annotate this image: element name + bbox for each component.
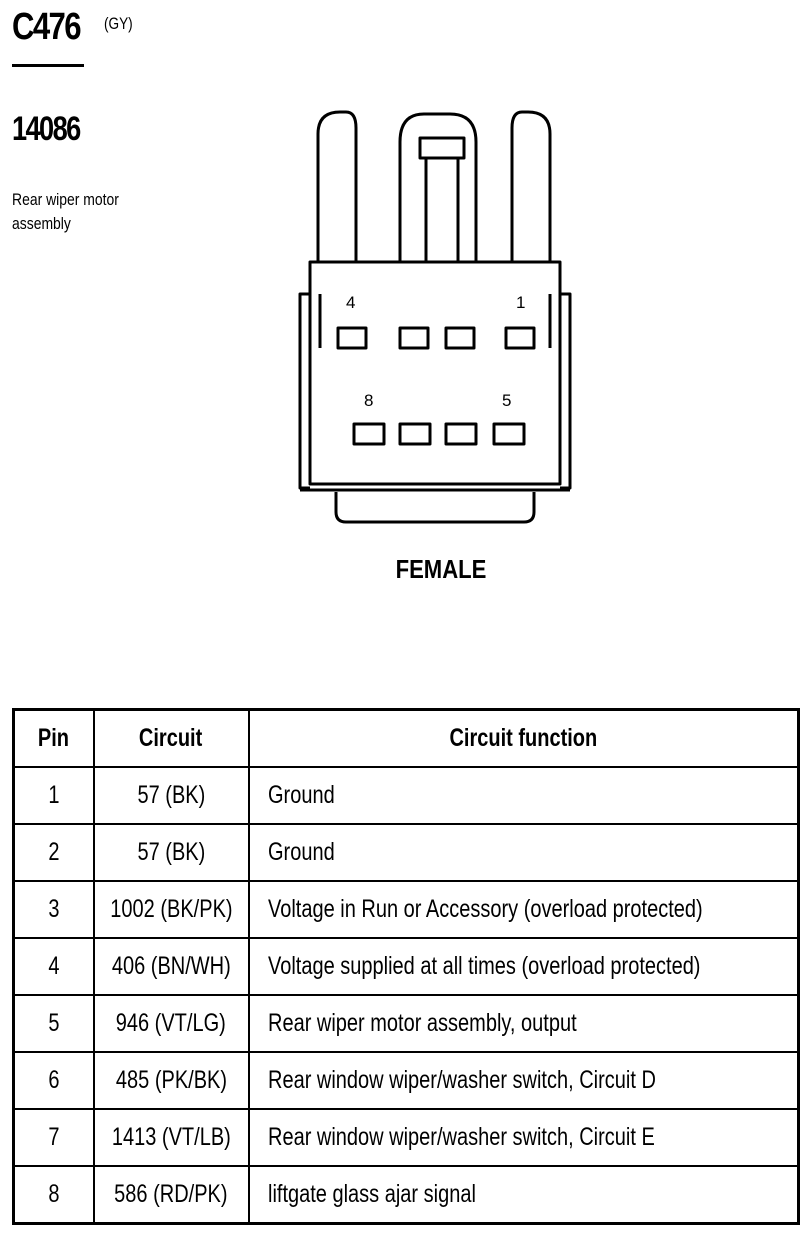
table-row: 6 485 (PK/BK) Rear window wiper/washer s… bbox=[12, 1051, 800, 1110]
pin-cell: 8 bbox=[12, 1165, 95, 1225]
part-number: 14086 bbox=[12, 110, 81, 148]
pin-label-5: 5 bbox=[502, 391, 511, 410]
table-row: 5 946 (VT/LG) Rear wiper motor assembly,… bbox=[12, 994, 800, 1053]
locking-tab bbox=[398, 112, 478, 262]
connector-id: C476 bbox=[12, 6, 82, 48]
table-row: 4 406 (BN/WH) Voltage supplied at all ti… bbox=[12, 937, 800, 996]
circuit-cell: 57 (BK) bbox=[92, 766, 250, 825]
header-pin: Pin bbox=[12, 708, 95, 768]
connector-face-diagram: 4 1 8 5 FEMALE bbox=[298, 110, 572, 584]
terminal-cavity bbox=[336, 326, 368, 350]
circuit-cell: 485 (PK/BK) bbox=[92, 1051, 250, 1110]
pin-cell: 4 bbox=[12, 937, 95, 996]
pin-label-1: 1 bbox=[516, 293, 525, 312]
connector-body bbox=[308, 260, 562, 486]
table-header-row: Pin Circuit Circuit function bbox=[12, 708, 800, 768]
table-row: 8 586 (RD/PK) liftgate glass ajar signal bbox=[12, 1165, 800, 1225]
connector-base bbox=[334, 492, 536, 524]
pin-cell: 5 bbox=[12, 994, 95, 1053]
function-cell: Rear window wiper/washer switch, Circuit… bbox=[247, 1108, 800, 1167]
function-cell: Voltage in Run or Accessory (overload pr… bbox=[247, 880, 800, 939]
terminal-cavity bbox=[398, 422, 432, 446]
pin-label-4: 4 bbox=[346, 293, 355, 312]
connector-color: (GY) bbox=[104, 14, 133, 33]
pin-cell: 2 bbox=[12, 823, 95, 882]
terminal-cavity bbox=[398, 326, 430, 350]
circuit-cell: 586 (RD/PK) bbox=[92, 1165, 250, 1225]
circuit-cell: 57 (BK) bbox=[92, 823, 250, 882]
function-cell: liftgate glass ajar signal bbox=[247, 1165, 800, 1225]
function-cell: Rear window wiper/washer switch, Circuit… bbox=[247, 1051, 800, 1110]
pin-cell: 7 bbox=[12, 1108, 95, 1167]
right-latch bbox=[510, 110, 552, 262]
function-cell: Rear wiper motor assembly, output bbox=[247, 994, 800, 1053]
pin-cell: 6 bbox=[12, 1051, 95, 1110]
header-circuit: Circuit bbox=[92, 708, 250, 768]
connector-gender-label: FEMALE bbox=[396, 555, 487, 584]
terminal-cavity bbox=[492, 422, 526, 446]
circuit-cell: 1002 (BK/PK) bbox=[92, 880, 250, 939]
function-cell: Voltage supplied at all times (overload … bbox=[247, 937, 800, 996]
circuit-cell: 1413 (VT/LB) bbox=[92, 1108, 250, 1167]
terminal-cavity bbox=[444, 326, 476, 350]
header-circuit-function: Circuit function bbox=[247, 708, 800, 768]
circuit-cell: 946 (VT/LG) bbox=[92, 994, 250, 1053]
table-row: 1 57 (BK) Ground bbox=[12, 766, 800, 825]
connector-id-underline bbox=[12, 64, 84, 67]
left-latch bbox=[316, 110, 358, 262]
locking-tab-button bbox=[418, 136, 466, 160]
table-row: 7 1413 (VT/LB) Rear window wiper/washer … bbox=[12, 1108, 800, 1167]
terminal-cavity bbox=[444, 422, 478, 446]
terminal-cavity bbox=[352, 422, 386, 446]
pin-cell: 1 bbox=[12, 766, 95, 825]
function-cell: Ground bbox=[247, 823, 800, 882]
table-row: 2 57 (BK) Ground bbox=[12, 823, 800, 882]
terminal-cavity bbox=[504, 326, 536, 350]
pin-label-8: 8 bbox=[364, 391, 373, 410]
pin-cell: 3 bbox=[12, 880, 95, 939]
circuit-cell: 406 (BN/WH) bbox=[92, 937, 250, 996]
table-row: 3 1002 (BK/PK) Voltage in Run or Accesso… bbox=[12, 880, 800, 939]
function-cell: Ground bbox=[247, 766, 800, 825]
pinout-table: Pin Circuit Circuit function 1 57 (BK) G… bbox=[12, 708, 800, 1225]
component-description: Rear wiper motor assembly bbox=[12, 190, 119, 233]
